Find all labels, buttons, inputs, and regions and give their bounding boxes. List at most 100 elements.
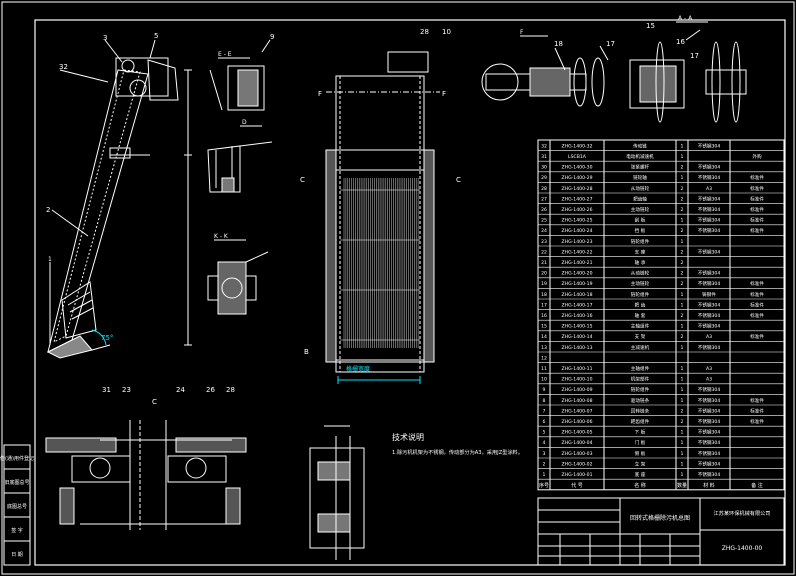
bom-cell: 底 座 (635, 471, 646, 478)
bom-cell: 2 (681, 207, 684, 213)
bom-cell: 2 (681, 271, 684, 277)
bom-cell: ZHG-1400-24 (561, 228, 592, 234)
detail-a-a-sprockets (629, 21, 747, 123)
balloon-18: 18 (554, 40, 563, 48)
bom-cell: 标准件 (750, 206, 764, 213)
balloon-27: 28 (226, 386, 235, 394)
bom-cell: ZHG-1400-21 (561, 260, 592, 266)
bom-cell: 标准件 (750, 227, 764, 234)
bom-cell: ZHG-1400-03 (561, 451, 592, 457)
bom-cell: 标准件 (750, 174, 764, 181)
section-d-label: D (242, 119, 247, 126)
bom-cell: 支 架 (635, 333, 646, 340)
bom-cell: 1 (681, 387, 684, 393)
bom-cell: 1 (681, 175, 684, 181)
bom-cell: 5 (543, 430, 546, 436)
front-view-screen (325, 51, 440, 384)
bom-header-cell: 名 称 (634, 482, 646, 489)
bom-cell: 1 (681, 218, 684, 224)
bom-cell: ZHG-1400-25 (561, 218, 592, 224)
bom-cell: 不锈钢304 (698, 397, 721, 404)
bom-cell: 传动链 (633, 142, 647, 149)
bom-cell: 2 (681, 408, 684, 414)
bom-cell: 23 (541, 239, 547, 245)
bom-cell: 15 (541, 324, 547, 330)
bom-cell: 4 (543, 440, 546, 446)
bom-cell: 驱动链条 (631, 397, 650, 404)
bom-cell: ZHG-1400-05 (561, 430, 592, 436)
bom-cell: 2 (681, 313, 684, 319)
bom-cell: 12 (541, 355, 547, 361)
bom-cell: 标准件 (750, 185, 764, 192)
section-c-c-bottom (45, 420, 247, 530)
bom-cell: ZHG-1400-17 (561, 302, 592, 308)
bom-cell: 电动机减速机 (626, 153, 654, 160)
bom-cell: ZHG-1400-20 (561, 271, 592, 277)
bom-cell: 不锈钢304 (698, 142, 721, 149)
bom-cell: 不锈钢304 (698, 429, 721, 436)
bom-cell: 17 (541, 302, 547, 308)
bom-cell: ZHG-1400-08 (561, 398, 592, 404)
bom-cell: 耙 齿 (635, 302, 646, 308)
bom-cell: 6 (543, 419, 546, 425)
drawing-inner-border (34, 19, 786, 566)
bom-cell: ZHG-1400-04 (561, 440, 592, 446)
balloon-15: 15 (646, 22, 655, 30)
bom-cell: 不锈钢304 (698, 323, 721, 330)
bom-cell: 机架部件 (631, 376, 650, 383)
bom-cell: 主动链轮 (631, 206, 650, 213)
bom-cell: 2 (543, 461, 546, 467)
bom-cell: 标准件 (750, 301, 764, 308)
bom-cell: ZHG-1400-32 (561, 143, 592, 149)
bom-cell: 主轴组件 (631, 323, 650, 330)
left-registration-strip: 借(通)用件登记 旧底图总号 底图总号 签 字 日 期 (0, 444, 34, 566)
bom-cell: 7 (543, 408, 546, 414)
bom-cell: LSCB1A (568, 154, 587, 160)
bom-cell: 轴 承 (635, 259, 646, 266)
bom-cell: 1 (681, 143, 684, 149)
bom-cell: 2 (681, 249, 684, 255)
rake-bar-array (340, 178, 420, 348)
section-f-right: F (442, 90, 446, 98)
bom-cell: 18 (541, 292, 547, 298)
bom-cell: ZHG-1400-07 (561, 408, 592, 414)
strip-label-1: 借(通)用件登记 (0, 455, 34, 462)
balloon-side-32: 32 (59, 63, 68, 71)
bom-cell: 1 (681, 154, 684, 160)
bom-cell: 20 (541, 271, 547, 277)
bom-cell: 21 (541, 260, 547, 266)
bom-cell: A3 (706, 366, 712, 372)
strip-label-4: 签 字 (11, 527, 23, 534)
balloon-side-1: 1 (48, 256, 52, 263)
bom-cell: 1 (681, 377, 684, 383)
balloon-22: 23 (122, 386, 131, 394)
title-company: 江苏某环保机械有限公司 (713, 509, 770, 517)
balloon-14: 17 (606, 40, 615, 48)
balloon-side-2: 2 (46, 206, 50, 214)
section-e-e-detail (209, 39, 271, 111)
bom-cell: 31 (541, 154, 547, 160)
bom-cell: 16 (541, 313, 547, 319)
bom-cell: ZHG-1400-16 (561, 313, 592, 319)
bom-cell: 主动链轮 (631, 280, 650, 287)
bom-cell: 10 (541, 377, 547, 383)
bom-cell: ZHG-1400-26 (561, 207, 592, 213)
bom-cell: 回转链条 (631, 407, 650, 414)
bom-cell: ZHG-1400-09 (561, 387, 592, 393)
bom-cell: 22 (541, 249, 547, 255)
bom-cell: 25 (541, 218, 547, 224)
bom-cell: 侧 板 (635, 450, 646, 457)
balloon-25: 26 (206, 386, 215, 394)
bom-cell: 门 板 (635, 439, 646, 446)
bom-cell: 不锈钢304 (698, 217, 721, 224)
bom-cell: 1 (681, 292, 684, 298)
bom-cell: 标准件 (750, 291, 764, 298)
tech-notes-line1: 1.除污机机架为不锈钢，传动部分为A3，采用JZ型涂料。 (392, 448, 523, 456)
bom-cell: 2 (681, 334, 684, 340)
bom-cell: A3 (706, 334, 712, 340)
bom-cell: 14 (541, 334, 547, 340)
bom-cell: 1 (681, 302, 684, 308)
section-k-k-detail (207, 239, 269, 315)
balloon-front-9: 10 (442, 28, 451, 36)
